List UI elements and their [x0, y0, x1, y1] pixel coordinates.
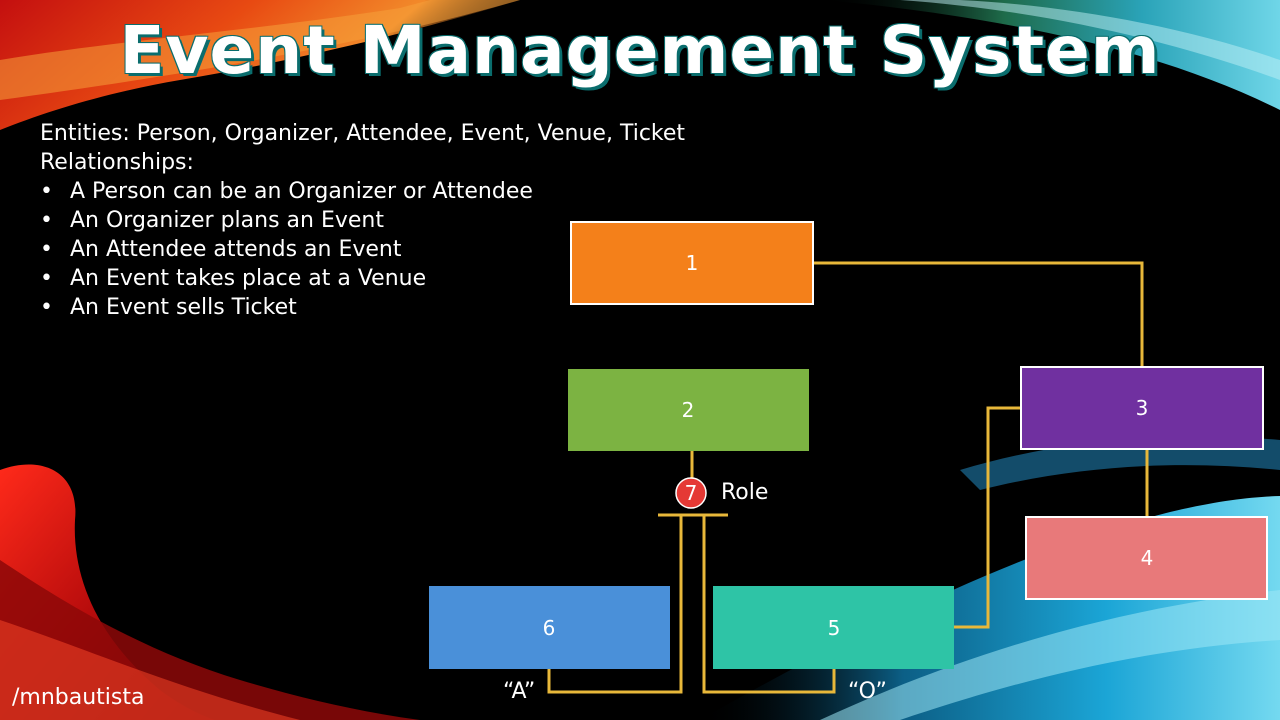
box-label: 6: [543, 616, 556, 640]
connector-7-6: [547, 515, 683, 694]
entity-box-3: 3: [1020, 366, 1264, 450]
entities-line: Entities: Person, Organizer, Attendee, E…: [40, 121, 686, 146]
connector-3-5: [954, 406, 1022, 629]
relationship-item: A Person can be an Organizer or Attendee: [40, 177, 685, 206]
discriminator-label: 7: [685, 481, 698, 505]
subtype-label-attendee: “A”: [503, 679, 535, 704]
entity-box-4: 4: [1025, 516, 1268, 600]
box-label: 2: [682, 398, 695, 422]
slide-title: Event Management System: [119, 12, 1161, 89]
entity-box-6: 6: [429, 586, 670, 669]
box-label: 5: [828, 616, 841, 640]
relationships-heading: Relationships:: [40, 150, 194, 175]
connector-7-5: [702, 515, 836, 694]
entity-box-2: 2: [568, 369, 809, 451]
author-handle: /mnbautista: [12, 685, 145, 710]
entity-box-5: 5: [713, 586, 954, 669]
relationship-item: An Event sells Ticket: [40, 293, 685, 322]
connectors: [547, 261, 1149, 694]
relationship-item: An Event takes place at a Venue: [40, 264, 685, 293]
box-label: 3: [1136, 396, 1149, 420]
box-label: 4: [1141, 546, 1154, 570]
relationship-item: An Organizer plans an Event: [40, 206, 685, 235]
connector-1-3: [812, 261, 1144, 367]
discriminator-circle: 7: [675, 477, 707, 509]
relationships-list: A Person can be an Organizer or Attendee…: [40, 177, 685, 322]
box-label: 1: [686, 251, 699, 275]
role-label: Role: [721, 480, 768, 505]
subtype-label-organizer: “O”: [848, 679, 887, 704]
entity-box-1: 1: [570, 221, 814, 305]
entity-relationship-description: Entities: Person, Organizer, Attendee, E…: [40, 119, 685, 322]
relationship-item: An Attendee attends an Event: [40, 235, 685, 264]
